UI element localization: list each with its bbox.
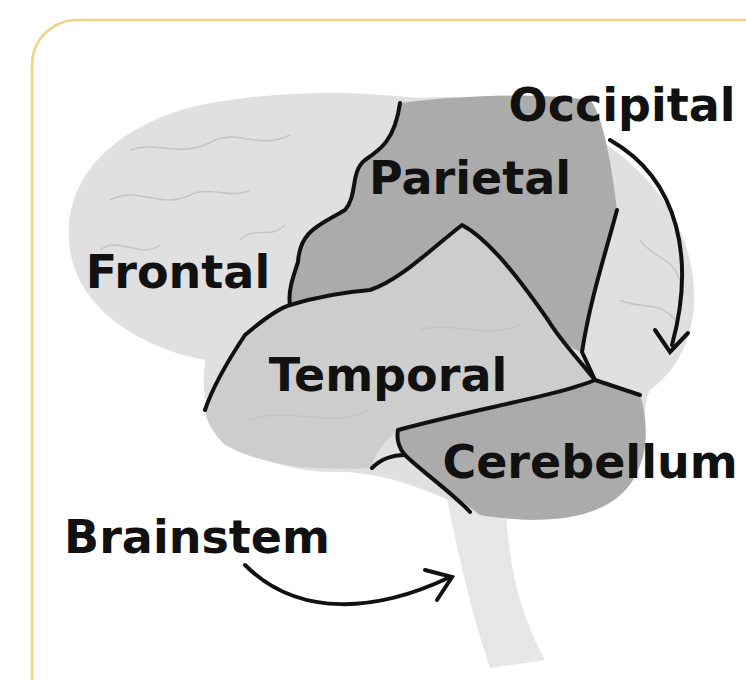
lobe-label: Frontal — [86, 247, 270, 298]
lobe-label: Brainstem — [64, 512, 330, 563]
lobe-label: Temporal — [269, 350, 507, 401]
lobe-label: Cerebellum — [442, 437, 737, 488]
lobe-label: Parietal — [369, 153, 571, 204]
lobe-label: Occipital — [509, 80, 736, 131]
frame — [32, 20, 746, 680]
parietal-region — [289, 96, 617, 352]
